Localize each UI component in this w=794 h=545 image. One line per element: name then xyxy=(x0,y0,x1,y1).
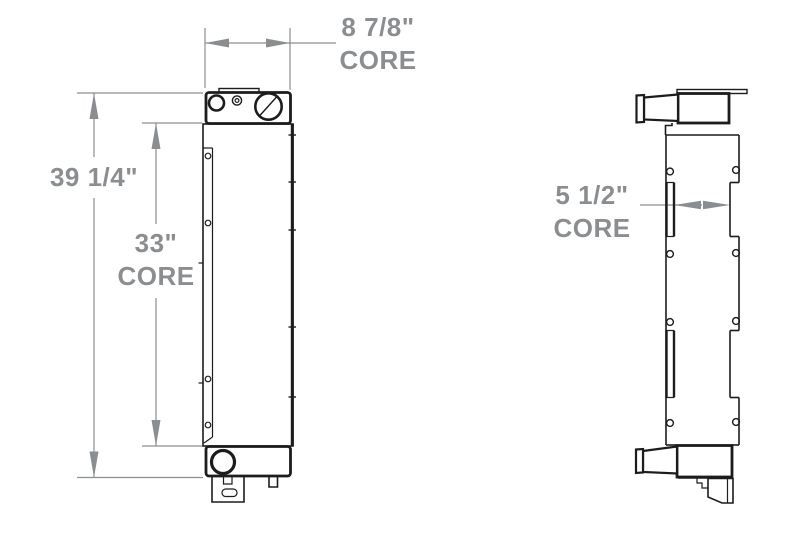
vent-fitting xyxy=(231,95,243,106)
core-height-value: 33" xyxy=(134,228,178,258)
inlet-pipe xyxy=(635,93,680,124)
dim-overall-height xyxy=(77,92,203,479)
rivet-hole xyxy=(204,152,212,160)
core-width-dimension-label: 8 7/8" CORE xyxy=(330,11,426,77)
core-side-channel xyxy=(665,181,676,399)
arrow-left-icon xyxy=(205,38,229,48)
mounting-slot xyxy=(221,488,238,498)
dim-core-depth xyxy=(640,200,730,210)
arrow-up-icon xyxy=(89,93,99,119)
core-height-core-text: CORE xyxy=(117,261,195,291)
bracket-gusset xyxy=(707,477,734,504)
rivet-hole xyxy=(204,219,212,227)
radiator-core-side xyxy=(664,123,741,446)
bracket-tab xyxy=(268,476,279,488)
core-width-value: 8 7/8" xyxy=(341,12,415,42)
rivet-hole xyxy=(204,375,212,383)
radiator-core-front xyxy=(198,123,296,447)
core-height-dimension-label: 33" CORE xyxy=(106,227,206,293)
inlet-port xyxy=(207,94,226,112)
filler-neck xyxy=(254,92,284,122)
core-depth-dimension-label: 5 1/2" CORE xyxy=(541,179,643,245)
arrow-left-icon xyxy=(674,200,701,210)
arrow-down-icon xyxy=(151,420,161,446)
side-view xyxy=(634,88,748,504)
inlet-pipe-end xyxy=(635,93,646,124)
bottom-tank-side xyxy=(675,444,734,479)
arrow-down-icon xyxy=(89,451,99,478)
bottom-bracket xyxy=(211,476,279,503)
mounting-hole xyxy=(731,248,741,258)
mounting-hole xyxy=(665,249,675,259)
outlet-pipe-end xyxy=(634,447,645,475)
front-view xyxy=(77,28,336,503)
rivet-hole xyxy=(204,421,212,429)
bottom-tank xyxy=(204,445,292,478)
mounting-hole xyxy=(731,316,741,326)
mounting-hole xyxy=(731,165,741,175)
mounting-hole xyxy=(665,167,675,176)
bottom-bracket-side xyxy=(678,477,734,504)
overall-height-dimension-label: 39 1/4" xyxy=(28,161,160,194)
dim-core-height xyxy=(142,122,202,447)
mounting-hole xyxy=(665,418,675,428)
core-width-core-text: CORE xyxy=(339,45,417,75)
mounting-hole xyxy=(665,317,675,327)
arrow-right-icon xyxy=(703,200,730,210)
top-tank-side xyxy=(676,92,731,125)
mounting-hole xyxy=(731,417,741,427)
overall-height-value: 39 1/4" xyxy=(49,162,139,192)
flange-holes xyxy=(665,165,741,428)
core-depth-value: 5 1/2" xyxy=(555,180,629,210)
outlet-pipe xyxy=(634,445,679,475)
core-depth-core-text: CORE xyxy=(553,213,631,243)
tube-seam-ticks xyxy=(198,134,296,398)
outlet-port xyxy=(209,448,237,476)
arrow-right-icon xyxy=(266,38,290,48)
top-tank xyxy=(204,87,292,125)
vent-fitting-hole xyxy=(234,97,240,103)
dim-core-width xyxy=(204,28,336,90)
arrow-up-icon xyxy=(151,123,161,149)
filler-cap-tab xyxy=(258,96,278,117)
side-channel xyxy=(203,147,214,444)
